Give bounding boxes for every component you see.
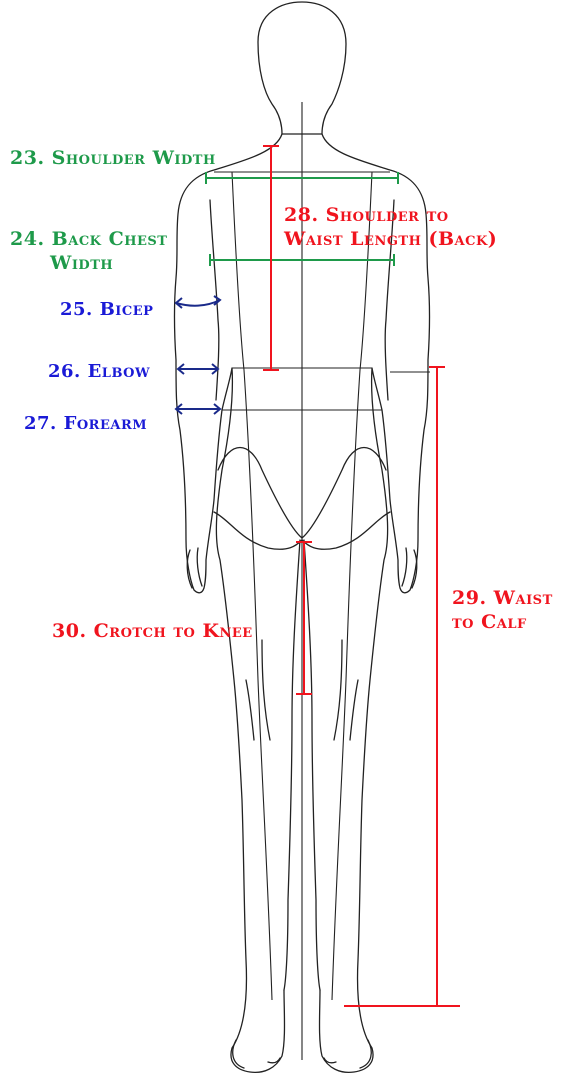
label-shoulder-waist-line2: Waist Length (Back)	[283, 228, 497, 250]
inner-leg-left	[284, 540, 300, 990]
body-outline	[175, 134, 285, 1072]
label-crotch-knee: 30. Crotch to Knee	[52, 620, 253, 642]
inner-leg-right	[304, 540, 320, 990]
foot-left	[233, 1040, 280, 1068]
body-outline-right	[320, 134, 430, 1072]
seam-right-outer	[332, 172, 372, 1000]
label-forearm: 27. Forearm	[24, 413, 147, 434]
label-elbow: 26. Elbow	[48, 361, 150, 382]
hand-right	[402, 548, 417, 588]
label-shoulder-width: 23. Shoulder Width	[10, 147, 216, 169]
label-shoulder-waist-line1: 28. Shoulder to	[284, 204, 449, 226]
label-bicep: 25. Bicep	[60, 299, 153, 320]
label-back-chest-line2: Width	[49, 252, 113, 274]
labels: 23. Shoulder Width 24. Back Chest Width …	[10, 147, 553, 642]
blue-arrows	[176, 296, 220, 414]
seam-left-outer	[232, 172, 272, 1000]
red-measures	[263, 146, 460, 1006]
label-back-chest-line1: 24. Back Chest	[10, 228, 167, 250]
hand-left	[187, 548, 202, 588]
label-waist-calf-line2: to Calf	[452, 611, 527, 633]
bicep-arrow	[176, 300, 220, 306]
foot-right	[324, 1040, 371, 1068]
label-waist-calf-line1: 29. Waist	[452, 587, 553, 609]
